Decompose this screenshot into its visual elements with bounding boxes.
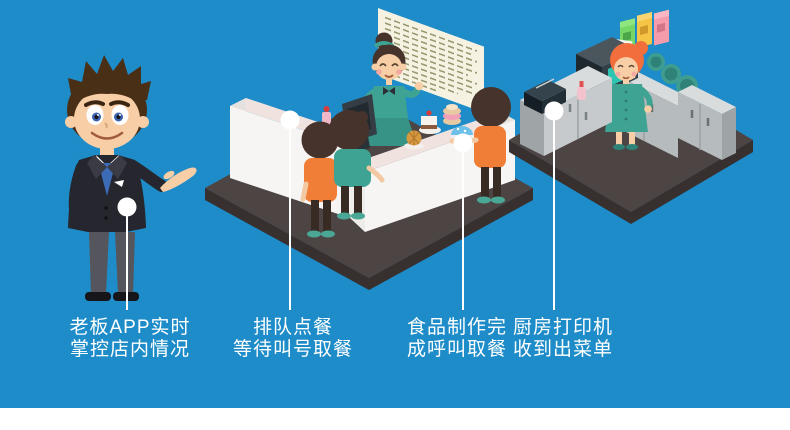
cashier-character <box>354 32 424 146</box>
callout-dot-food-ready <box>453 133 473 153</box>
cook-character <box>588 41 653 150</box>
callout-label-line: 食品制作完 <box>406 317 507 338</box>
callout-label-line: 厨房打印机 <box>512 317 613 338</box>
boss-character <box>65 55 197 301</box>
callout-dot-boss-app <box>117 197 137 217</box>
callout-label-queue-order: 排队点餐 等待叫号取餐 <box>211 317 375 361</box>
callout-label-line: 等待叫号取餐 <box>232 339 353 360</box>
kitchen-scene <box>509 9 753 224</box>
callout-label-line: 掌控店内情况 <box>69 339 190 360</box>
pickup-customer <box>449 87 511 204</box>
callout-label-boss-app: 老板APP实时 掌控店内情况 <box>48 317 212 361</box>
ordering-counter-scene <box>205 8 533 290</box>
desserts-icons <box>404 104 473 150</box>
callout-label-line: 成呼叫取餐 <box>406 339 507 360</box>
callout-dot-kitchen-printer <box>544 101 564 121</box>
sauce-bottle-icon <box>577 81 586 100</box>
queue-customer-2 <box>329 110 385 220</box>
footer-strip <box>0 408 790 430</box>
callout-label-line: 排队点餐 <box>252 317 333 338</box>
callout-label-line: 老板APP实时 <box>69 317 191 338</box>
callout-label-kitchen-printer: 厨房打印机 收到出菜单 <box>481 317 645 361</box>
callout-label-line: 收到出菜单 <box>512 339 613 360</box>
callout-dot-queue-order <box>280 110 300 130</box>
callout-label-food-ready: 食品制作完 成呼叫取餐 <box>375 317 539 361</box>
callout-markers <box>117 101 564 310</box>
